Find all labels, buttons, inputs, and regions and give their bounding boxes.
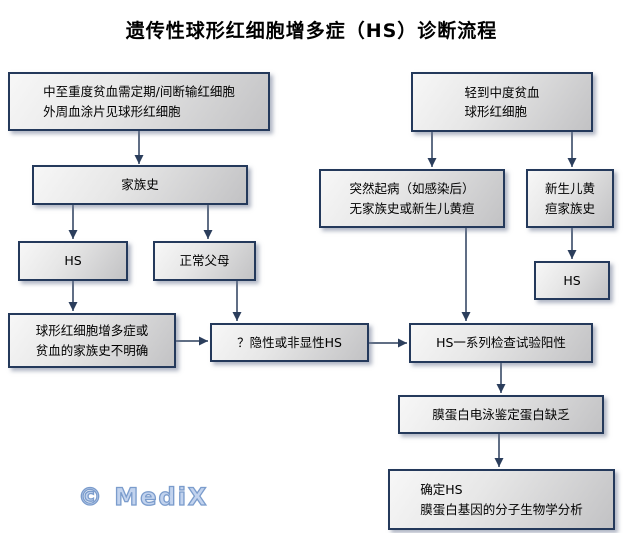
- flow-box-label: 无家族史或新生儿黄疸: [349, 200, 475, 216]
- flow-box-sudden-onset: 突然起病（如感染后） 无家族史或新生儿黄疸: [319, 169, 505, 228]
- flow-box-label: HS一系列检查试验阳性: [436, 335, 566, 351]
- flow-box-label: 轻到中度贫血: [464, 84, 540, 100]
- flow-box-label: 家族史: [121, 177, 159, 193]
- flow-box-electrophoresis: 膜蛋白电泳鉴定蛋白缺乏: [398, 395, 604, 434]
- flow-box-hs-left: HS: [18, 241, 128, 281]
- flow-box-confirm-hs: 确定HS 膜蛋白基因的分子生物学分析: [388, 469, 615, 530]
- flow-box-label: 新生儿黄: [544, 181, 595, 197]
- flow-box-neonatal-jaundice-fh: 新生儿黄 疸家族史: [526, 169, 614, 228]
- flow-box-unclear-fh: 球形红细胞增多症或 贫血的家族史不明确: [8, 313, 176, 368]
- flow-box-hs-right: HS: [534, 261, 610, 300]
- flow-box-severe-anemia: 中至重度贫血需定期/间断输红细胞 外周血涂片见球形红细胞: [8, 72, 270, 131]
- flow-box-label: 确定HS: [420, 482, 463, 498]
- flow-box-label: 突然起病（如感染后）: [349, 181, 475, 197]
- flow-box-label: 中至重度贫血需定期/间断输红细胞: [43, 84, 235, 100]
- flow-box-label: 球形红细胞增多症或: [35, 323, 149, 339]
- flow-box-label: HS: [563, 272, 581, 288]
- flow-box-normal-parents: 正常父母: [153, 241, 256, 281]
- flow-box-recessive-hs: ？隐性或非显性HS: [210, 323, 369, 362]
- flow-box-family-history: 家族史: [32, 165, 248, 205]
- flow-box-label: 膜蛋白电泳鉴定蛋白缺乏: [432, 406, 570, 422]
- flow-box-label: ？隐性或非显性HS: [237, 334, 342, 350]
- flow-box-label: 外周血涂片见球形红细胞: [43, 103, 181, 119]
- flow-box-label: 疸家族史: [544, 200, 595, 216]
- medix-watermark: © MediX: [77, 482, 209, 511]
- flow-box-label: 球形红细胞: [464, 104, 527, 119]
- flow-box-tests-positive: HS一系列检查试验阳性: [409, 323, 593, 363]
- flow-box-mild-anemia: 轻到中度贫血 球形红细胞: [411, 72, 593, 132]
- flow-box-label: 贫血的家族史不明确: [35, 342, 149, 358]
- flow-box-label: HS: [64, 253, 82, 269]
- page-title: 遗传性球形红细胞增多症（HS）诊断流程: [125, 20, 498, 42]
- flow-box-label: 膜蛋白基因的分子生物学分析: [420, 501, 583, 517]
- flow-box-label: 正常父母: [179, 253, 230, 269]
